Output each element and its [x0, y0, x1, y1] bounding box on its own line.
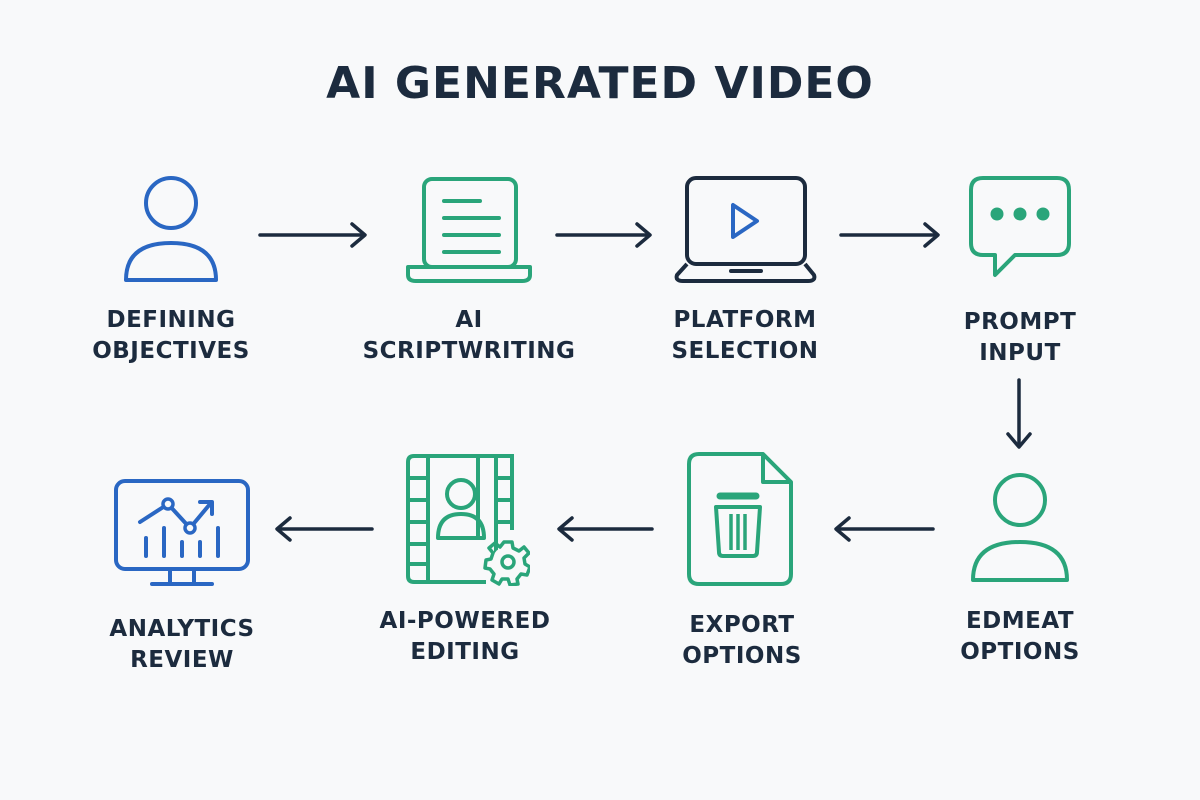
step-ai-scriptwriting: AI SCRIPTWRITING	[359, 175, 579, 367]
arrow-left-icon	[834, 516, 935, 542]
file-trash-icon	[687, 452, 793, 586]
step-label-line1: PROMPT	[963, 309, 1077, 335]
step-ai-powered-editing: AI-POWERED EDITING	[355, 452, 575, 668]
arrow-left-icon	[275, 516, 374, 542]
arrow-right-icon	[258, 222, 367, 248]
step-prompt-input: PROMPT INPUT	[910, 175, 1130, 369]
step-label-line2: REVIEW	[130, 647, 234, 673]
arrow-down-icon	[1006, 378, 1032, 449]
gear-icon	[483, 540, 530, 586]
step-export-options: EXPORT OPTIONS	[632, 452, 852, 672]
arrow-left-icon	[557, 516, 654, 542]
step-platform-selection: PLATFORM SELECTION	[635, 175, 855, 367]
diagram-title: AI GENERATED VIDEO	[326, 58, 874, 109]
step-label-line1: EXPORT	[689, 612, 795, 638]
step-label-line1: DEFINING	[106, 307, 236, 333]
film-gear-icon	[406, 454, 530, 586]
step-label-line1: EDMEAT	[965, 608, 1075, 634]
step-label-line2: OPTIONS	[960, 639, 1080, 665]
step-label-line2: INPUT	[979, 340, 1061, 366]
chat-bubble-icon	[969, 176, 1071, 277]
arrow-right-icon	[555, 222, 652, 248]
person-icon	[124, 176, 218, 282]
step-label-line1: AI	[455, 307, 483, 333]
arrow-right-icon	[839, 222, 940, 248]
laptop-document-icon	[406, 177, 532, 283]
step-analytics-review: ANALYTICS REVIEW	[72, 478, 292, 676]
step-label-line2: SELECTION	[671, 338, 819, 364]
step-defining-objectives: DEFINING OBJECTIVES	[61, 175, 281, 367]
step-label-line1: ANALYTICS	[109, 616, 255, 642]
step-label-line1: PLATFORM	[673, 307, 817, 333]
step-label-line2: SCRIPTWRITING	[362, 338, 576, 364]
person-icon	[971, 473, 1069, 582]
step-label-line2: OBJECTIVES	[92, 338, 250, 364]
step-edmeat-options: EDMEAT OPTIONS	[910, 472, 1130, 668]
step-label-line2: OPTIONS	[682, 643, 802, 669]
laptop-play-icon	[674, 176, 816, 283]
step-label-line2: EDITING	[410, 639, 520, 665]
step-label-line1: AI-POWERED	[379, 608, 551, 634]
monitor-chart-icon	[114, 479, 250, 586]
